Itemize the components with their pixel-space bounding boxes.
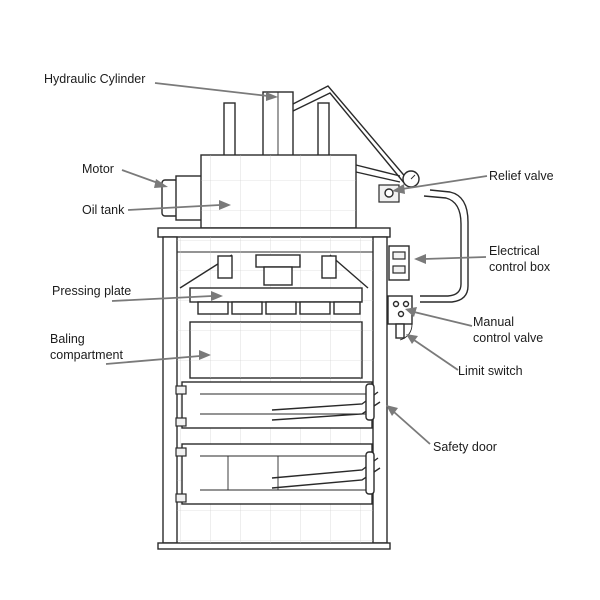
label-electrical-control-box-1: Electrical xyxy=(489,244,540,258)
safety-door-upper xyxy=(175,381,381,429)
arrow-safety-door xyxy=(386,405,431,445)
relief-valve xyxy=(378,170,420,203)
label-oil-tank: Oil tank xyxy=(82,203,125,217)
arrow-relief-valve xyxy=(392,175,488,194)
manual-control-valve xyxy=(387,295,413,325)
arrow-hydraulic-cylinder xyxy=(154,82,278,101)
label-manual-control-valve-1: Manual xyxy=(473,315,514,329)
hydraulic-cylinder xyxy=(262,91,294,157)
label-limit-switch: Limit switch xyxy=(458,364,523,378)
label-pressing-plate: Pressing plate xyxy=(52,284,131,298)
label-manual-control-valve-2: control valve xyxy=(473,331,543,345)
label-relief-valve: Relief valve xyxy=(489,169,554,183)
arrow-pressing-plate xyxy=(111,291,223,302)
motor xyxy=(161,175,203,221)
arrow-limit-switch xyxy=(406,334,459,371)
baling-compartment xyxy=(189,321,363,379)
label-baling-compartment-2: compartment xyxy=(50,348,123,362)
label-baling-compartment-1: Baling xyxy=(50,332,85,346)
label-electrical-control-box-2: control box xyxy=(489,260,551,274)
pressing-plate xyxy=(179,254,369,315)
arrow-motor xyxy=(121,169,168,188)
label-motor: Motor xyxy=(82,162,114,176)
limit-switch xyxy=(395,323,405,339)
arrow-baling-compartment xyxy=(105,350,211,365)
oil-tank xyxy=(200,154,357,229)
label-hydraulic-cylinder: Hydraulic Cylinder xyxy=(44,72,145,86)
arrow-oil-tank xyxy=(127,200,231,211)
electrical-control-box xyxy=(388,245,410,281)
safety-door-lower xyxy=(175,443,381,505)
arrow-manual-control-valve xyxy=(405,307,473,327)
arrow-electrical-control-box xyxy=(414,254,487,264)
hydraulic-pipes xyxy=(292,85,469,341)
label-safety-door: Safety door xyxy=(433,440,497,454)
